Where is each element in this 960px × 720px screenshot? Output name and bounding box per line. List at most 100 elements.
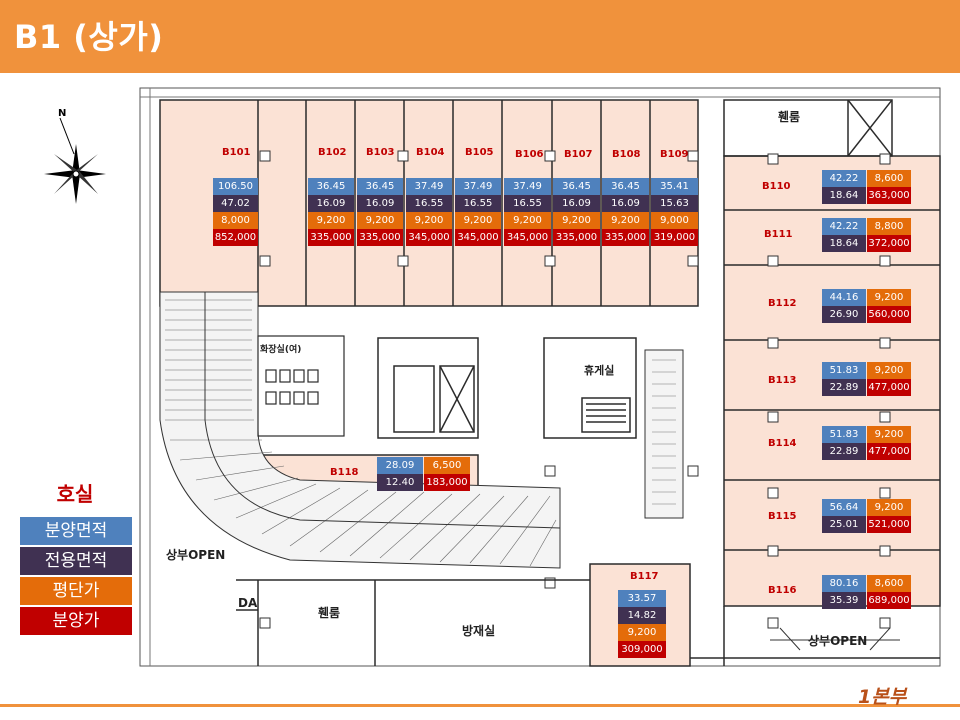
- unit-b104-area: 37.49: [406, 178, 452, 195]
- unit-b101-area: 106.50: [213, 178, 258, 195]
- footer-label: 1본부: [858, 686, 907, 708]
- unit-label-b101: B101: [222, 147, 251, 158]
- north-arrow-icon: N: [44, 108, 106, 204]
- unit-b109-unit-price: 9,000: [651, 212, 698, 229]
- open-label-right: 상부OPEN: [808, 634, 868, 648]
- unit-b109-exclusive: 15.63: [651, 195, 698, 212]
- unit-b104-unit-price: 9,200: [406, 212, 452, 229]
- unit-b110-price: 363,000: [867, 187, 911, 204]
- legend-item-price: 분양가: [20, 606, 132, 635]
- unit-b107-exclusive: 16.09: [553, 195, 600, 212]
- unit-b116-unit-price: 8,600: [867, 575, 911, 592]
- unit-b111-unit-price: 8,800: [867, 218, 911, 235]
- unit-b103-area: 36.45: [357, 178, 403, 195]
- unit-b105-unit-price: 9,200: [455, 212, 501, 229]
- unit-b117-area: 33.57: [618, 590, 666, 607]
- unit-b111-area: 42.22: [822, 218, 866, 235]
- open-label-left: 상부OPEN: [166, 548, 226, 562]
- unit-b111-exclusive: 18.64: [822, 235, 866, 252]
- unit-b102-price: 335,000: [308, 229, 354, 246]
- legend-title: 호실: [56, 482, 94, 506]
- unit-b115-unit-price: 9,200: [867, 499, 911, 516]
- unit-b113-area: 51.83: [822, 362, 866, 379]
- unit-label-b118: B118: [330, 467, 359, 478]
- unit-b118-exclusive: 12.40: [377, 474, 423, 491]
- compass-north-label: N: [58, 108, 66, 119]
- unit-label-b104: B104: [416, 147, 445, 158]
- unit-b118-unit-price: 6,500: [424, 457, 470, 474]
- unit-b103-unit-price: 9,200: [357, 212, 403, 229]
- unit-b104-price: 345,000: [406, 229, 452, 246]
- unit-b114-price: 477,000: [867, 443, 911, 460]
- unit-b110-unit-price: 8,600: [867, 170, 911, 187]
- unit-b101-unit-price: 8,000: [213, 212, 258, 229]
- unit-b115-price: 521,000: [867, 516, 911, 533]
- unit-b103-exclusive: 16.09: [357, 195, 403, 212]
- unit-b106-unit-price: 9,200: [504, 212, 551, 229]
- unit-b105-area: 37.49: [455, 178, 501, 195]
- unit-b109-area: 35.41: [651, 178, 698, 195]
- curved-ramp: [159, 291, 561, 569]
- unit-b110-area: 42.22: [822, 170, 866, 187]
- unit-b118-price: 183,000: [424, 474, 470, 491]
- unit-b102-exclusive: 16.09: [308, 195, 354, 212]
- legend-item-exclusive: 전용면적: [20, 546, 132, 575]
- legend-item-area: 분양면적: [20, 516, 132, 545]
- unit-label-b109: B109: [660, 149, 689, 160]
- unit-label-b108: B108: [612, 149, 641, 160]
- unit-b114-exclusive: 22.89: [822, 443, 866, 460]
- unit-b112-price: 560,000: [867, 306, 911, 323]
- unit-b117-price: 309,000: [618, 641, 666, 658]
- unit-b104-exclusive: 16.55: [406, 195, 452, 212]
- unit-b107-area: 36.45: [553, 178, 600, 195]
- unit-label-b113: B113: [768, 375, 797, 386]
- unit-label-b112: B112: [768, 298, 797, 309]
- unit-b116-area: 80.16: [822, 575, 866, 592]
- fan-room-label-top: 휀룸: [778, 110, 801, 124]
- unit-b105-exclusive: 16.55: [455, 195, 501, 212]
- unit-label-b106: B106: [515, 149, 544, 160]
- fan-room-label-bottom: 휀룸: [318, 606, 341, 620]
- unit-b111-price: 372,000: [867, 235, 911, 252]
- unit-label-b111: B111: [764, 229, 793, 240]
- unit-label-b114: B114: [768, 438, 797, 449]
- unit-label-b110: B110: [762, 181, 791, 192]
- unit-b117-unit-price: 9,200: [618, 624, 666, 641]
- header-bar: B1 (상가): [0, 0, 960, 73]
- unit-b106-area: 37.49: [504, 178, 551, 195]
- unit-b101-price: 852,000: [213, 229, 258, 246]
- disaster-room-label: 방재실: [462, 624, 496, 638]
- unit-b107-unit-price: 9,200: [553, 212, 600, 229]
- lounge-label: 휴게실: [584, 364, 615, 377]
- unit-b115-area: 56.64: [822, 499, 866, 516]
- unit-b101-exclusive: 47.02: [213, 195, 258, 212]
- unit-b107-price: 335,000: [553, 229, 600, 246]
- unit-b108-exclusive: 16.09: [602, 195, 649, 212]
- unit-label-b116: B116: [768, 585, 797, 596]
- unit-label-b103: B103: [366, 147, 395, 158]
- unit-b112-exclusive: 26.90: [822, 306, 866, 323]
- unit-b113-unit-price: 9,200: [867, 362, 911, 379]
- unit-b115-exclusive: 25.01: [822, 516, 866, 533]
- unit-b108-unit-price: 9,200: [602, 212, 649, 229]
- unit-b108-area: 36.45: [602, 178, 649, 195]
- unit-b103-price: 335,000: [357, 229, 403, 246]
- unit-b106-exclusive: 16.55: [504, 195, 551, 212]
- unit-b110-exclusive: 18.64: [822, 187, 866, 204]
- unit-b116-price: 689,000: [867, 592, 911, 609]
- unit-b114-area: 51.83: [822, 426, 866, 443]
- unit-b102-area: 36.45: [308, 178, 354, 195]
- unit-label-b102: B102: [318, 147, 347, 158]
- unit-b114-unit-price: 9,200: [867, 426, 911, 443]
- unit-b112-unit-price: 9,200: [867, 289, 911, 306]
- unit-b113-price: 477,000: [867, 379, 911, 396]
- unit-b105-price: 345,000: [455, 229, 501, 246]
- unit-b113-exclusive: 22.89: [822, 379, 866, 396]
- unit-b112-area: 44.16: [822, 289, 866, 306]
- unit-b102-unit-price: 9,200: [308, 212, 354, 229]
- unit-label-b115: B115: [768, 511, 797, 522]
- unit-b117-exclusive: 14.82: [618, 607, 666, 624]
- unit-b108-price: 335,000: [602, 229, 649, 246]
- unit-label-b117: B117: [630, 571, 659, 582]
